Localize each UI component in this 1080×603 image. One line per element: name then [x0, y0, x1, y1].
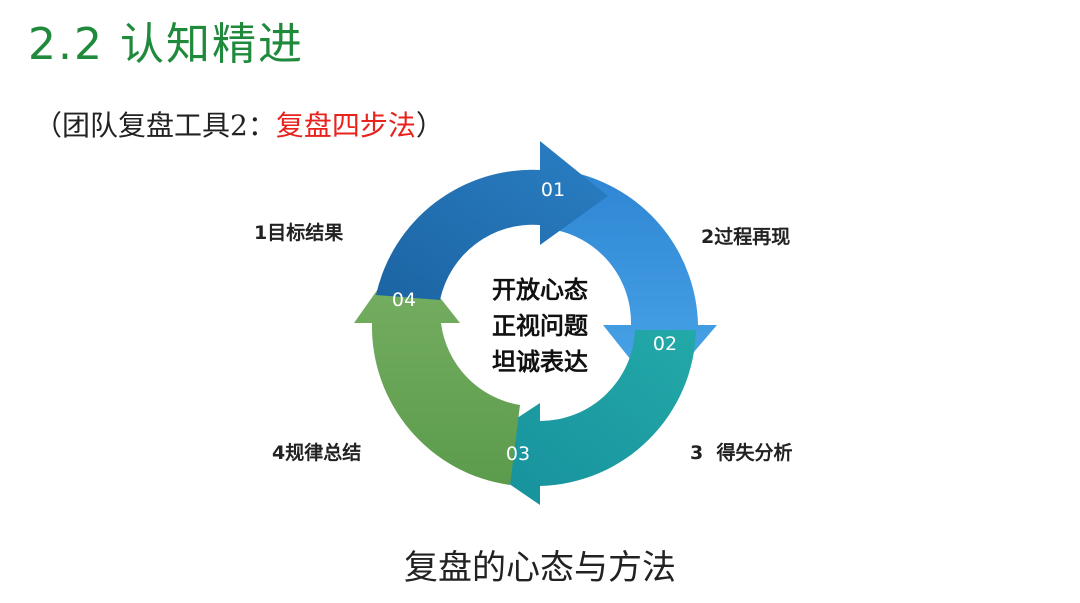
- step-label-3: 3 得失分析: [690, 442, 793, 464]
- subtitle: （团队复盘工具2：复盘四步法）: [34, 104, 444, 144]
- subtitle-highlight: 复盘四步法: [275, 109, 416, 142]
- cycle-arrow-01: [376, 141, 608, 300]
- caption: 复盘的心态与方法: [404, 548, 676, 588]
- cycle-arrow-03-number: 03: [506, 443, 530, 465]
- subtitle-prefix: （团队复盘工具2：: [34, 109, 276, 142]
- slide-title: 2.2 认知精进: [28, 19, 304, 70]
- center-mindset-text: 开放心态 正视问题 坦诚表达: [460, 272, 620, 380]
- center-line-1: 开放心态: [492, 276, 588, 304]
- step-label-2: 2过程再现: [701, 226, 791, 248]
- cycle-arrow-02-number: 02: [653, 333, 677, 355]
- center-line-3: 坦诚表达: [492, 348, 588, 376]
- center-line-2: 正视问题: [492, 312, 588, 340]
- cycle-arrow-04-number: 04: [392, 289, 416, 311]
- subtitle-suffix: ）: [415, 109, 444, 142]
- cycle-arrow-04: [354, 252, 520, 485]
- step-label-4: 4规律总结: [272, 442, 362, 464]
- cycle-arrow-01-number: 01: [541, 179, 565, 201]
- cycle-arrow-03: [464, 330, 696, 505]
- step-label-1: 1目标结果: [254, 222, 344, 244]
